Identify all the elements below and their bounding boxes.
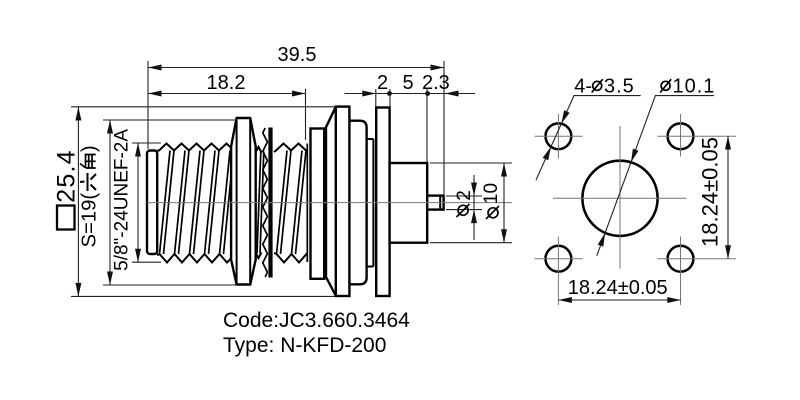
svg-text:S=19(: S=19( [79,193,101,248]
svg-text:2: 2 [377,72,388,94]
svg-text:5: 5 [402,72,413,94]
svg-text:18.24±0.05: 18.24±0.05 [698,137,723,247]
svg-text:10.1: 10.1 [673,75,716,97]
svg-text:): ) [79,145,101,152]
svg-text:3.5: 3.5 [604,75,635,97]
svg-text:10: 10 [481,183,502,204]
svg-text:18.24±0.05: 18.24±0.05 [568,277,668,299]
svg-text:25.4: 25.4 [53,149,81,202]
svg-text:2: 2 [454,190,475,201]
svg-text:4-: 4- [574,75,592,97]
svg-text:2.3: 2.3 [422,72,450,94]
svg-text:5/8"-24UNEF-2A: 5/8"-24UNEF-2A [112,129,133,271]
svg-text:18.2: 18.2 [207,72,246,94]
svg-text:39.5: 39.5 [278,44,317,66]
svg-text:Type: N-KFD-200: Type: N-KFD-200 [223,334,386,357]
svg-text:Code:JC3.660.3464: Code:JC3.660.3464 [223,309,410,332]
